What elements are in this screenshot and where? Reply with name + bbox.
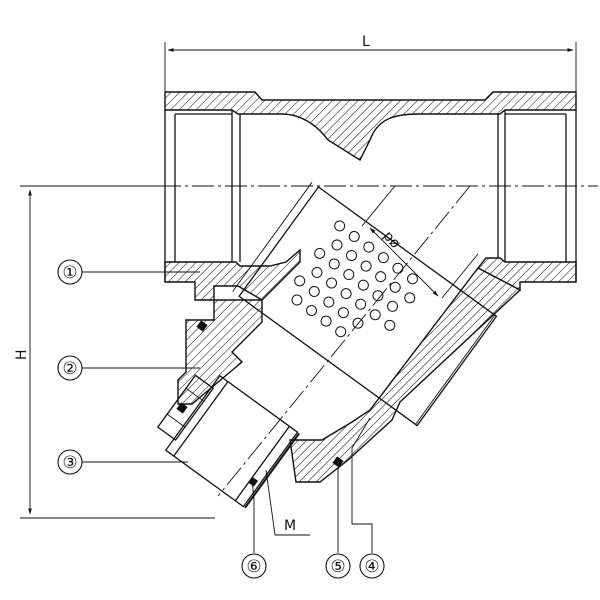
length-dimension: L <box>164 34 577 92</box>
svg-text:③: ③ <box>62 453 77 473</box>
seal-top <box>196 320 208 332</box>
diameter-label: ød <box>379 228 403 252</box>
perforation-hole <box>377 252 389 264</box>
svg-text:⑤: ⑤ <box>330 557 345 577</box>
perforation-hole <box>363 241 375 253</box>
perforation-hole <box>355 298 367 310</box>
inclined-centerline <box>217 185 471 497</box>
length-label: L <box>362 34 370 50</box>
callout-5: ⑤ <box>325 553 351 579</box>
perforation-hole <box>306 305 318 317</box>
perforation-hole <box>372 290 384 302</box>
perforation-hole <box>406 273 418 285</box>
callout-3: ③ <box>57 449 83 475</box>
perforation-grid <box>291 220 418 338</box>
perforation-hole <box>337 307 349 319</box>
callout-1: ① <box>57 259 83 285</box>
perforation-hole <box>357 279 369 291</box>
perforation-hole <box>348 230 360 242</box>
perforation-hole <box>311 266 323 278</box>
y-leg-left-wall <box>177 299 263 405</box>
y-leg-right-wall <box>289 267 522 483</box>
perforation-hole <box>389 281 401 293</box>
height-dimension: H <box>14 185 215 519</box>
outlet-right <box>497 110 577 282</box>
svg-text:①: ① <box>62 263 77 283</box>
callout-6: ⑥ <box>241 553 267 579</box>
seal-cap-left <box>176 402 188 414</box>
perforation-hole <box>294 275 306 287</box>
perforation-hole <box>335 326 347 338</box>
perforation-hole <box>320 315 332 327</box>
svg-text:②: ② <box>62 359 77 379</box>
perforation-hole <box>334 220 346 232</box>
perforation-hole <box>323 296 335 308</box>
callout-leaders <box>80 271 373 553</box>
inlet-left <box>164 110 241 282</box>
perforation-hole <box>308 285 320 297</box>
perforation-hole <box>328 258 340 270</box>
perforation-hole <box>404 292 416 304</box>
seals <box>176 320 344 487</box>
perforation-hole <box>331 239 343 251</box>
height-label: H <box>14 349 30 360</box>
perforation-hole <box>375 271 387 283</box>
seal-right <box>332 456 344 468</box>
perforation-hole <box>340 288 352 300</box>
perforation-hole <box>346 250 358 262</box>
hex-plug <box>156 374 215 441</box>
callout-4: ④ <box>359 553 385 579</box>
callout-2: ② <box>57 355 83 381</box>
perforation-hole <box>326 277 338 289</box>
perforation-hole <box>369 309 381 321</box>
perforation-hole <box>343 269 355 281</box>
body-top-wall <box>164 91 577 162</box>
perforation-hole <box>314 247 326 259</box>
seal-cap-bottom <box>248 476 258 487</box>
perforation-hole <box>384 319 396 331</box>
thread-dimension: M <box>265 469 310 536</box>
perforation-hole <box>386 300 398 312</box>
retaining-cap <box>156 374 300 509</box>
svg-text:⑥: ⑥ <box>246 557 261 577</box>
thread-label: M <box>284 518 296 534</box>
perforation-hole <box>360 260 372 272</box>
svg-text:④: ④ <box>364 557 379 577</box>
perforation-hole <box>291 294 303 306</box>
